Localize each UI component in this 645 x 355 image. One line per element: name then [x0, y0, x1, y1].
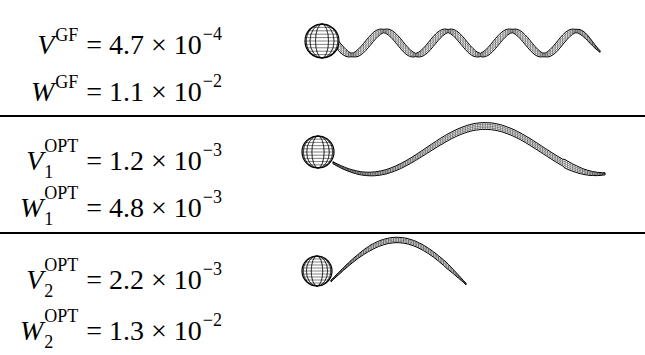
subscript-label: 1: [44, 211, 78, 228]
index-stack: GF: [55, 37, 78, 54]
row-divider: [0, 115, 645, 117]
mesh-stroke: [303, 145, 332, 146]
mesh-stroke: [302, 148, 333, 149]
superscript-label: GF: [55, 74, 78, 91]
mesh-stroke: [312, 27, 332, 28]
equation-line: VOPT1= 1.2 × 10−3: [26, 143, 222, 179]
sphere-head: [302, 256, 332, 286]
index-stack: OPT2: [44, 314, 78, 348]
variable-symbol: V: [26, 262, 43, 298]
exponent-label: −2: [203, 63, 222, 99]
mesh-stroke: [331, 240, 466, 284]
mesh-stroke: [308, 139, 327, 140]
mesh-stroke: [306, 34, 337, 35]
value-text: = 1.3 × 10: [78, 313, 202, 349]
mesh-stroke: [302, 152, 334, 153]
row-divider: [0, 232, 645, 234]
exponent-label: −3: [203, 251, 222, 287]
index-stack: OPT1: [44, 144, 78, 178]
mesh-stroke: [308, 30, 335, 31]
subscript-label: 2: [44, 334, 78, 351]
mesh-stroke: [302, 274, 331, 275]
mesh-stroke: [302, 268, 331, 269]
mesh-stroke: [331, 241, 466, 284]
value-text: = 4.7 × 10: [78, 27, 202, 63]
mesh-stroke: [303, 265, 331, 266]
variable-symbol: V: [26, 143, 43, 179]
mesh-stroke: [305, 161, 331, 162]
flagellum-tail: [333, 123, 605, 176]
flagellum-tail: [331, 237, 466, 284]
mesh-stroke: [305, 280, 329, 281]
mesh-stroke: [305, 41, 339, 42]
equation-line: VGF= 4.7 × 10−4: [37, 27, 222, 63]
superscript-label: OPT: [44, 308, 78, 325]
opt2-swimmer: [302, 237, 466, 286]
sphere-head: [302, 136, 334, 168]
superscript-label: OPT: [44, 257, 78, 274]
sphere-head: [305, 24, 339, 58]
mesh-stroke: [305, 37, 338, 38]
exponent-label: −2: [203, 302, 222, 338]
mesh-stroke: [308, 283, 326, 284]
value-text: = 1.2 × 10: [78, 143, 202, 179]
mesh-stroke: [303, 277, 331, 278]
mesh-stroke: [333, 124, 605, 173]
index-stack: OPT2: [44, 263, 78, 297]
mesh-stroke: [302, 155, 333, 156]
mesh-stroke: [336, 30, 600, 54]
value-text: = 1.1 × 10: [78, 74, 202, 110]
exponent-label: −3: [203, 179, 222, 215]
mesh-stroke: [312, 54, 332, 55]
mesh-stroke: [302, 271, 332, 272]
variable-symbol: W: [20, 190, 43, 226]
flagellum-tail: [336, 29, 600, 57]
superscript-label: OPT: [44, 138, 78, 155]
index-stack: GF: [55, 84, 78, 101]
mesh-stroke: [305, 44, 338, 45]
mesh-stroke: [308, 164, 327, 165]
exponent-label: −3: [203, 132, 222, 168]
variable-symbol: V: [37, 27, 54, 63]
superscript-label: OPT: [44, 185, 78, 202]
mesh-stroke: [303, 158, 332, 159]
variable-symbol: W: [20, 313, 43, 349]
mesh-stroke: [308, 259, 326, 260]
equation-line: WOPT1= 4.8 × 10−3: [20, 190, 222, 226]
exponent-label: −4: [203, 16, 222, 52]
subscript-label: 2: [44, 283, 78, 300]
index-stack: OPT1: [44, 191, 78, 225]
equation-line: VOPT2= 2.2 × 10−3: [26, 262, 222, 298]
mesh-stroke: [305, 142, 331, 143]
equation-line: WGF= 1.1 × 10−2: [31, 74, 222, 110]
mesh-stroke: [305, 262, 329, 263]
variable-symbol: W: [31, 74, 54, 110]
mesh-stroke: [331, 239, 466, 284]
superscript-label: GF: [55, 27, 78, 44]
opt1-swimmer: [302, 123, 605, 176]
value-text: = 4.8 × 10: [78, 190, 202, 226]
gf-swimmer: [305, 24, 600, 58]
mesh-stroke: [333, 128, 605, 175]
value-text: = 2.2 × 10: [78, 262, 202, 298]
subscript-label: 1: [44, 164, 78, 181]
mesh-stroke: [308, 51, 335, 52]
mesh-stroke: [336, 31, 600, 55]
mesh-stroke: [333, 126, 605, 174]
equation-line: WOPT2= 1.3 × 10−2: [20, 313, 222, 349]
mesh-stroke: [306, 47, 337, 48]
mesh-stroke: [336, 32, 600, 56]
